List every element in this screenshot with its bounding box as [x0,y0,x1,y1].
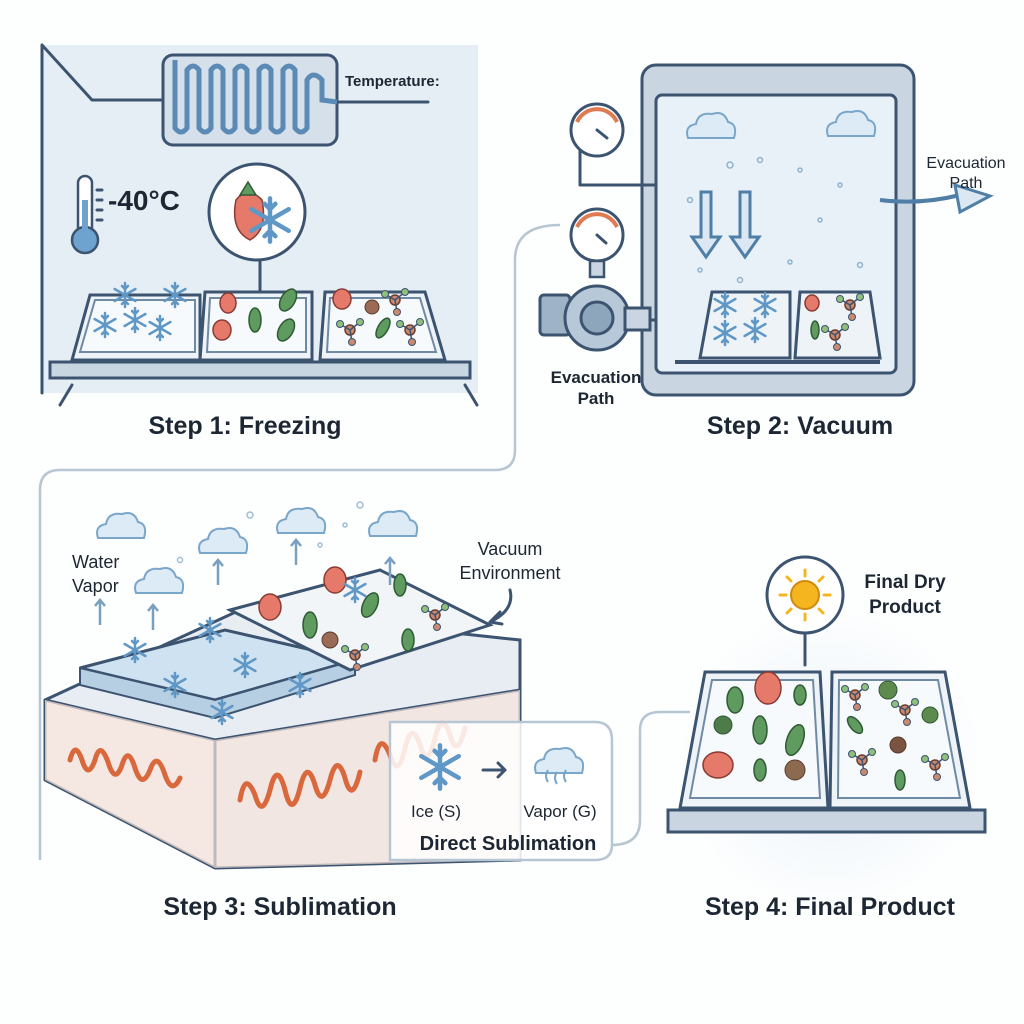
step2-vacuum-panel: Evacuation Path Evacuation Path Step 2: … [538,63,1006,440]
vapor-cloud-icon [534,747,585,785]
tray-mixed-compounds [318,287,448,362]
sun-icon [765,555,845,667]
water-vapor-label-line2: Vapor [72,576,119,596]
water-vapor-label: Water [72,552,119,572]
step2-title: Step 2: Vacuum [707,412,893,440]
step3-sublimation-panel: Water Vapor Vacuum Environment Ice (S) V… [43,501,614,921]
temperature-label: Temperature: [345,73,440,90]
vacuum-environment-label-line2: Environment [459,563,560,583]
freezer-shelf [48,360,472,380]
pressure-gauge-icon [569,207,625,279]
down-arrows-icon [689,190,762,260]
vapor-gas-label: Vapor (G) [523,802,596,821]
ice-solid-label: Ice (S) [411,802,461,821]
step1-title: Step 1: Freezing [148,412,341,440]
thermometer-icon [70,174,104,255]
condenser-coil-icon [161,53,339,147]
direct-sublimation-caption: Direct Sublimation [420,833,597,855]
tray-mixed [793,290,882,360]
flow-connector-3-4 [611,710,690,847]
tray-strawberries-herbs [198,288,314,362]
sublimation-inset: Ice (S) Vapor (G) Direct Sublimation [388,720,614,862]
evacuation-outlet-arrow-icon [879,182,994,215]
final-dry-product-label-line2: Product [869,597,941,618]
vapor-up-arrows [94,538,396,630]
food-tray [225,566,494,672]
vapor-particles [686,156,864,284]
step3-title: Step 3: Sublimation [163,893,396,921]
flow-connector-1-3 [38,223,561,860]
tray-dried-compounds [828,670,972,810]
arrow-right-icon [481,761,507,779]
outlet-evacuation-label-line2: Path [950,175,983,192]
final-dry-product-label: Final Dry [864,572,946,593]
step4-title: Step 4: Final Product [705,893,956,921]
ice-tray [79,616,356,726]
pump-evacuation-label-line2: Path [578,389,615,408]
tray-ice [698,290,792,360]
outlet-evacuation-label: Evacuation [926,155,1005,172]
temperature-value: -40°C [108,185,180,216]
vacuum-environment-label: Vacuum [478,539,543,559]
pressure-gauge-icon [569,102,625,158]
step4-final-product-panel: Final Dry Product Step 4: Final Product [666,555,987,921]
tray-dried-fruit-herbs [678,670,830,810]
step1-freezing-panel: Temperature: -40°C [40,43,479,440]
magnifier-strawberry-ice-icon [207,162,307,292]
pump-evacuation-label: Evacuation [551,368,642,387]
tray-ice [70,281,202,362]
vacuum-pump-icon [538,284,652,352]
